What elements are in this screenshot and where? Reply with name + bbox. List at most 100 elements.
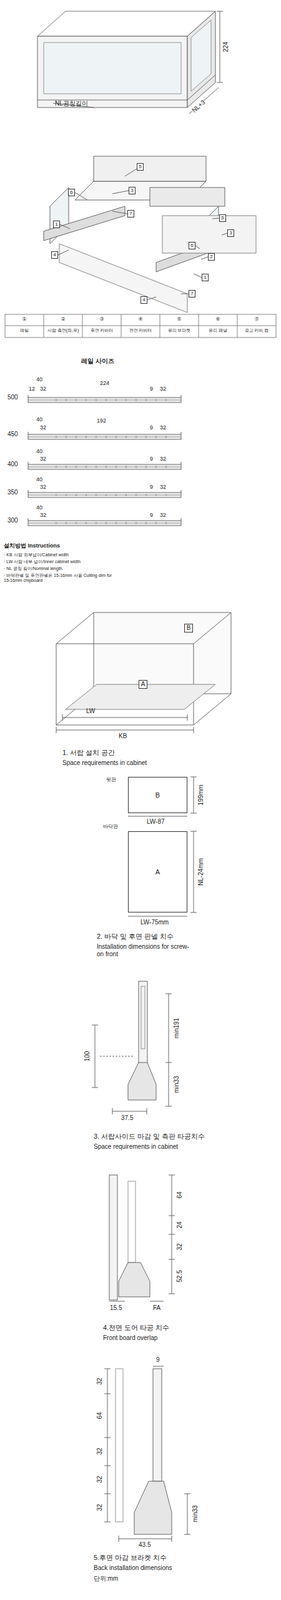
table-cell: ② <box>43 315 83 322</box>
caption-text: 단위:mm <box>93 1573 119 1582</box>
part-label: 뒷판 <box>106 776 117 782</box>
dimension-label: 32 <box>39 511 47 518</box>
dimension-label: 32 <box>96 1502 104 1510</box>
dimension-label: KB <box>118 731 127 740</box>
node-text: A <box>155 867 160 875</box>
callout-number: 2 <box>207 252 215 261</box>
dimension-label: 40 <box>36 447 43 454</box>
dimension-label: LW-75mm <box>140 917 169 926</box>
dimension-label: 12 <box>28 385 35 392</box>
dimension-label: 24 <box>176 1220 184 1228</box>
caption-text: 5.후면 마감 브라켓 치수 <box>93 1552 167 1561</box>
part-label: 바닥판 <box>103 823 119 829</box>
rail-size-label: 300 <box>7 516 19 524</box>
caption-text: 3. 서랍사이드 마감 및 측판 타공치수 <box>93 1131 205 1140</box>
dimension-label: 40 <box>36 475 43 483</box>
node-text: 2 <box>209 254 213 260</box>
table-cell: 유리 브라켓 <box>159 327 199 333</box>
rail-size-label: 350 <box>7 488 19 496</box>
dimension-label: 9 <box>149 423 153 431</box>
dimension-label: 64 <box>176 1190 184 1198</box>
dimension-label: 32 <box>96 1376 104 1384</box>
part-label: NL공칭길이 <box>54 99 89 108</box>
table-cell: 로고 커버 캡 <box>237 327 277 333</box>
dimension-label: 40 <box>36 375 43 383</box>
dimension-label: 32 <box>159 511 167 518</box>
dimension-label: 32 <box>159 483 167 490</box>
dimension-label: 100 <box>83 1050 92 1061</box>
dimension-label: 192 <box>96 417 107 424</box>
node-text: 5 <box>221 215 224 221</box>
node-text: 1 <box>54 221 58 227</box>
node-text: B <box>186 624 192 631</box>
dimension-label: 40 <box>36 415 43 423</box>
table-cell: ⑦ <box>237 315 277 322</box>
panel-box: A <box>138 679 148 689</box>
node-text: 4 <box>53 252 56 258</box>
dimension-label: 37.5 <box>121 1113 134 1121</box>
dimension-label: LW <box>86 706 95 715</box>
caption-text: Installation dimensions for screw-on fro… <box>96 942 191 957</box>
callout-number: 7 <box>127 209 135 218</box>
callout-number: 6 <box>188 241 196 250</box>
callout-number: 1 <box>201 273 209 281</box>
node-text: 4 <box>142 297 145 303</box>
dimension-label: 32 <box>39 455 47 462</box>
dimension-label: 15.5 <box>109 1303 122 1311</box>
dimension-label: 32 <box>39 385 47 392</box>
panel-box: A <box>128 830 188 912</box>
node-text: 5 <box>138 164 142 170</box>
caption-text: Space requirements in cabinet <box>93 1142 178 1150</box>
note-text: · KB 서랍 외부넓이/Cabinet width <box>3 552 69 558</box>
caption-text: Front board overlap <box>103 1333 158 1341</box>
node-text: 1 <box>203 274 207 280</box>
node-text: 7 <box>190 290 193 296</box>
node-text: 3 <box>229 230 232 236</box>
table-cell: ⑤ <box>159 315 199 322</box>
dimension-label: 224 <box>99 379 110 386</box>
table-cell: ④ <box>121 315 160 322</box>
dimension-label: NL-24mm <box>197 857 205 885</box>
callout-number: 3 <box>128 186 136 195</box>
dimension-label: 32 <box>96 1446 104 1454</box>
node-text: 6 <box>69 189 73 195</box>
dimension-label: 32 <box>39 483 47 490</box>
caption-text: 2. 바닥 및 후면 판넬 치수 <box>96 931 174 940</box>
dimension-label: 9 <box>149 455 153 462</box>
dimension-label: LW-87 <box>146 817 165 825</box>
table-cell: ① <box>4 315 44 322</box>
panel-box: B <box>128 776 188 813</box>
rail-size-label: 450 <box>7 430 19 438</box>
caption-text: Space requirements in cabinet <box>62 758 147 767</box>
dimension-label: 32 <box>159 423 167 431</box>
caption-text: 1. 서랍 설치 공간 <box>62 748 115 757</box>
dimension-label: 32 <box>159 455 167 462</box>
node-text: B <box>155 791 160 799</box>
dimension-label: 9 <box>156 1355 160 1363</box>
dimension-label: 32 <box>39 423 47 431</box>
dimension-label: 224 <box>222 41 230 53</box>
table-cell: ③ <box>82 315 122 322</box>
dimension-label: 52.5 <box>176 1268 184 1281</box>
dimension-label: 199mm <box>197 783 205 805</box>
dimension-label: 64 <box>96 1410 104 1418</box>
table-cell: 서랍 측면(좌,우) <box>43 327 83 333</box>
callout-number: 4 <box>51 251 59 259</box>
table-cell: ⑥ <box>198 315 238 322</box>
table-cell: 유리 패널 <box>198 327 238 333</box>
caption-text: 4.전면 도어 타공 치수 <box>103 1322 170 1331</box>
note-text: · 바닥판넬 및 후면판넬은 15-16mm 사용 Cutting dim fo… <box>3 572 114 583</box>
node-text: 6 <box>190 242 193 248</box>
callout-number: 6 <box>68 188 75 197</box>
dimension-label: 9 <box>149 385 153 392</box>
callout-number: 3 <box>227 229 235 237</box>
callout-number: 1 <box>53 220 60 228</box>
dimension-label: 9 <box>149 511 153 518</box>
dimension-label: 32 <box>176 1242 184 1249</box>
rail-size-label: 500 <box>7 393 19 401</box>
panel-box: B <box>184 623 193 632</box>
node-text: A <box>141 680 146 687</box>
table-cell: 후면 커버터 <box>82 327 122 333</box>
caption-text: Back installation dimensions <box>93 1562 173 1571</box>
callout-number: 5 <box>136 162 144 171</box>
